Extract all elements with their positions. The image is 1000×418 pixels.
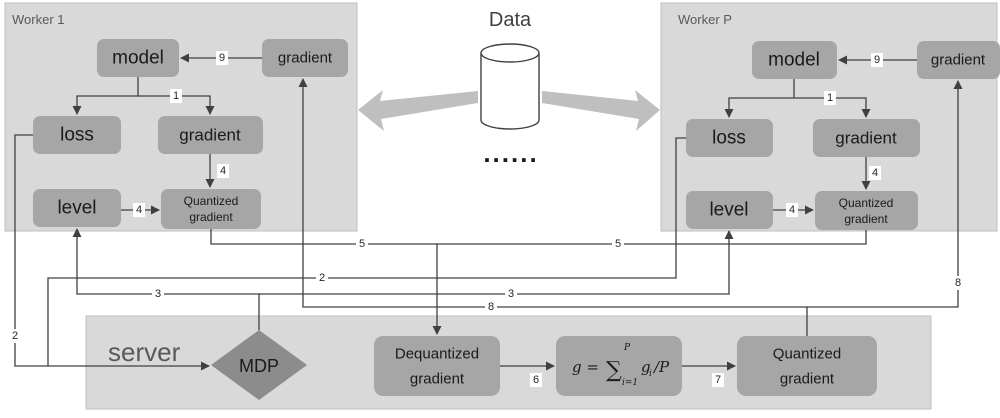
svg-text:1: 1 bbox=[173, 90, 179, 102]
svg-text:gradient: gradient bbox=[844, 212, 888, 226]
mdp-diamond: MDP bbox=[211, 330, 307, 400]
svg-text:5: 5 bbox=[615, 238, 621, 250]
database-icon bbox=[480, 43, 540, 130]
svg-text:4: 4 bbox=[220, 165, 226, 177]
server-quantized-gradient-box: Quantized gradient bbox=[737, 336, 877, 396]
w1-model-box: model bbox=[97, 39, 179, 77]
edge-labels: 9 1 4 4 9 1 4 4 5 5 2 2 3 3 8 8 6 7 bbox=[9, 51, 964, 387]
wp-level-box: level bbox=[686, 191, 773, 229]
cross-connectors bbox=[14, 78, 963, 371]
svg-text:9: 9 bbox=[219, 52, 225, 64]
svg-text:5: 5 bbox=[359, 238, 365, 250]
svg-text:Quantized: Quantized bbox=[839, 196, 894, 210]
svg-text:gradient: gradient bbox=[931, 52, 986, 69]
svg-text:level: level bbox=[709, 200, 748, 221]
wp-quantized-gradient-box: Quantized gradient bbox=[815, 191, 918, 230]
svg-text:4: 4 bbox=[789, 204, 795, 216]
data-arrow-right bbox=[542, 90, 660, 131]
wp-gradient-box: gradient bbox=[813, 119, 920, 157]
svg-text:MDP: MDP bbox=[239, 356, 279, 376]
svg-text:4: 4 bbox=[136, 204, 142, 216]
data-arrow-left bbox=[358, 90, 478, 131]
svg-text:Dequantized: Dequantized bbox=[395, 346, 479, 363]
svg-text:4: 4 bbox=[872, 167, 878, 179]
data-title: Data bbox=[489, 9, 532, 31]
w1-level-box: level bbox=[33, 189, 121, 227]
svg-text:/P: /P bbox=[652, 358, 670, 376]
worker-1-title: Worker 1 bbox=[12, 12, 65, 27]
svg-text:loss: loss bbox=[60, 125, 94, 146]
w1-gradient-box: gradient bbox=[158, 116, 263, 154]
svg-text:3: 3 bbox=[155, 288, 161, 300]
wp-gradient-top-box: gradient bbox=[917, 41, 1000, 79]
svg-text:2: 2 bbox=[12, 330, 18, 342]
svg-text:8: 8 bbox=[955, 277, 961, 289]
svg-text:i: i bbox=[649, 369, 652, 379]
w1-loss-box: loss bbox=[33, 116, 121, 154]
w1-quantized-gradient-box: Quantized gradient bbox=[161, 189, 261, 229]
worker-p-title: Worker P bbox=[678, 12, 732, 27]
dequantized-gradient-box: Dequantized gradient bbox=[374, 336, 500, 396]
svg-text:Quantized: Quantized bbox=[184, 194, 239, 208]
svg-text:model: model bbox=[768, 50, 820, 71]
svg-text:g =: g = bbox=[572, 358, 599, 376]
svg-text:Quantized: Quantized bbox=[773, 346, 841, 363]
svg-text:gradient: gradient bbox=[410, 371, 465, 388]
svg-text:3: 3 bbox=[508, 288, 514, 300]
svg-text:8: 8 bbox=[488, 301, 494, 313]
svg-text:gradient: gradient bbox=[179, 126, 241, 145]
svg-text:model: model bbox=[112, 48, 164, 69]
svg-text:P: P bbox=[623, 343, 631, 353]
svg-text:g: g bbox=[641, 358, 651, 376]
w1-gradient-top-box: gradient bbox=[262, 39, 348, 77]
svg-text:level: level bbox=[57, 198, 96, 219]
svg-text:∑: ∑ bbox=[606, 358, 622, 383]
svg-text:gradient: gradient bbox=[780, 371, 835, 388]
svg-text:7: 7 bbox=[715, 374, 721, 386]
svg-text:9: 9 bbox=[874, 54, 880, 66]
svg-text:6: 6 bbox=[533, 374, 539, 386]
wp-loss-box: loss bbox=[686, 119, 773, 157]
svg-text:1: 1 bbox=[827, 92, 833, 104]
svg-text:loss: loss bbox=[712, 128, 746, 149]
aggregation-formula-box: g = ∑ P i=1 g i /P bbox=[556, 336, 682, 396]
svg-text:2: 2 bbox=[319, 272, 325, 284]
svg-text:gradient: gradient bbox=[835, 129, 897, 148]
server-title: server bbox=[108, 337, 181, 367]
svg-text:gradient: gradient bbox=[278, 50, 333, 67]
wp-model-box: model bbox=[752, 41, 837, 79]
svg-text:gradient: gradient bbox=[189, 210, 233, 224]
svg-text:i=1: i=1 bbox=[622, 378, 638, 388]
data-ellipsis: ...... bbox=[483, 138, 538, 168]
